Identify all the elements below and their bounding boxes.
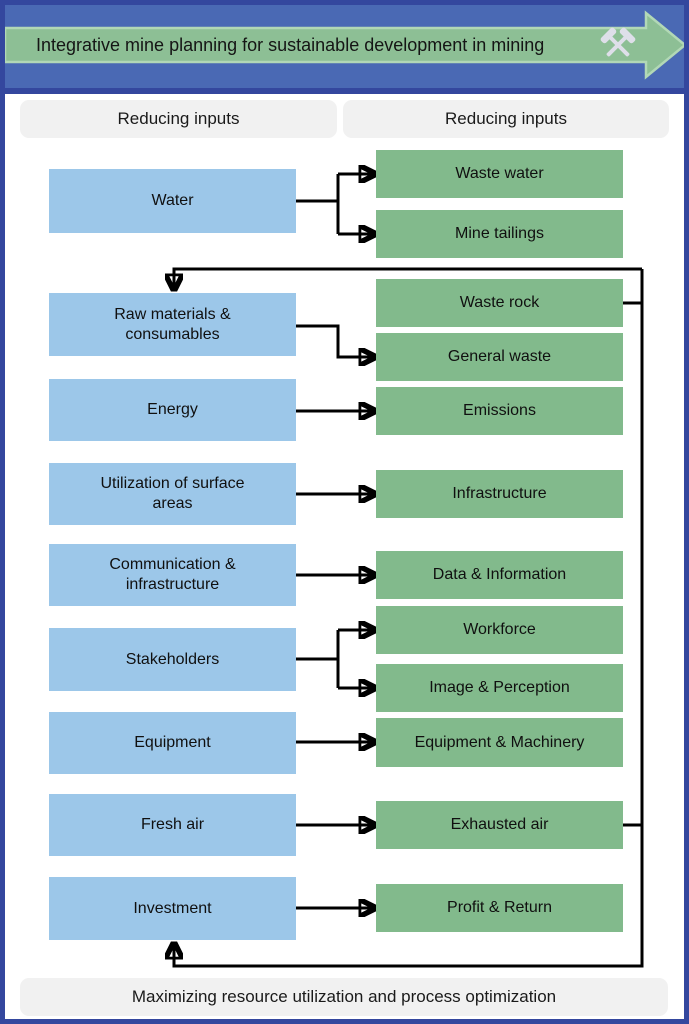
banner-bottom-strip <box>5 88 684 94</box>
output-box-infrastructure: Infrastructure <box>376 470 623 518</box>
output-box-general-waste: General waste <box>376 333 623 381</box>
banner-arrow <box>3 10 687 80</box>
input-box-investment: Investment <box>49 877 296 940</box>
banner-title: Integrative mine planning for sustainabl… <box>36 34 545 55</box>
output-box-workforce: Workforce <box>376 606 623 654</box>
input-box-fresh-air: Fresh air <box>49 794 296 856</box>
input-box-raw-materials: Raw materials & consumables <box>49 293 296 356</box>
column-header-right: Reducing inputs <box>343 100 669 138</box>
input-box-surface-areas: Utilization of surface areas <box>49 463 296 525</box>
input-box-communication: Communication & infrastructure <box>49 544 296 606</box>
output-box-waste-water: Waste water <box>376 150 623 198</box>
banner-arrow-shape <box>3 10 687 80</box>
output-box-image-perception: Image & Perception <box>376 664 623 712</box>
input-box-water: Water <box>49 169 296 233</box>
output-box-equipment-machinery: Equipment & Machinery <box>376 718 623 767</box>
footer-bar: Maximizing resource utilization and proc… <box>20 978 668 1016</box>
output-box-waste-rock: Waste rock <box>376 279 623 327</box>
connector-feedback-to-raw-materials <box>174 267 642 288</box>
connector-raw-materials-to-general-waste <box>296 324 373 357</box>
output-box-data-information: Data & Information <box>376 551 623 599</box>
connector-feedback-to-investment <box>174 269 644 968</box>
column-header-left: Reducing inputs <box>20 100 337 138</box>
input-box-stakeholders: Stakeholders <box>49 628 296 691</box>
output-box-profit-return: Profit & Return <box>376 884 623 932</box>
output-box-mine-tailings: Mine tailings <box>376 210 623 258</box>
output-box-emissions: Emissions <box>376 387 623 435</box>
input-box-energy: Energy <box>49 379 296 441</box>
input-box-equipment: Equipment <box>49 712 296 774</box>
crossed-hammers-icon <box>600 27 636 57</box>
output-box-exhausted-air: Exhausted air <box>376 801 623 849</box>
